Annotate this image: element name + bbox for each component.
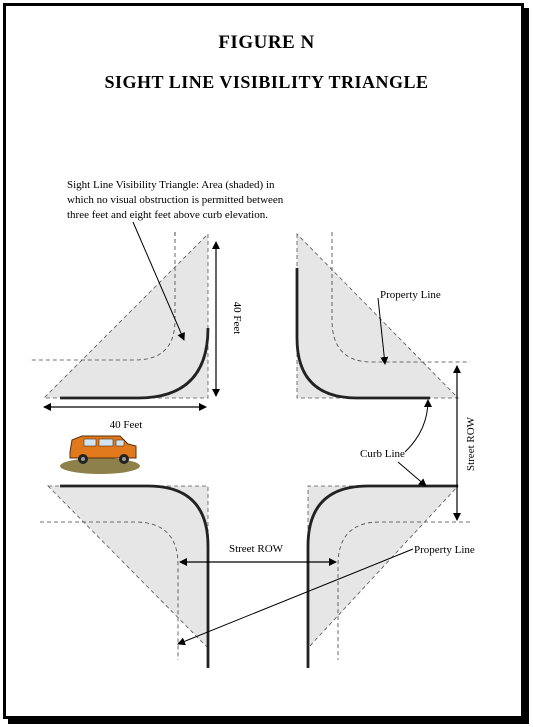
callout-line-1: Sight Line Visibility Triangle: Area (sh… [67, 179, 275, 191]
curb-lines [60, 268, 458, 668]
callout-line-2: which no visual obstruction is permitted… [67, 194, 284, 206]
curb-top-left [60, 327, 210, 400]
curb-line-label: Curb Line [360, 448, 405, 460]
dim-horizontal-label: 40 Feet [110, 419, 143, 431]
figure-title: FIGURE N [218, 32, 315, 53]
dim-vertical-label: 40 Feet [231, 302, 243, 335]
curb-top-right [295, 268, 430, 400]
triangle-bottom-right [307, 485, 459, 650]
property-line-bottom-label: Property Line [414, 544, 475, 556]
curb-bottom-right [306, 484, 458, 668]
callout-line-3: three feet and eight feet above curb ele… [67, 209, 268, 221]
dimension-lines [43, 241, 461, 566]
street-row-vertical-label: Street ROW [465, 416, 477, 471]
triangle-top-left [43, 233, 209, 399]
leader-lines [132, 221, 432, 646]
property-line-top-label: Property Line [380, 289, 441, 301]
triangle-bottom-left [47, 485, 209, 649]
triangle-top-right [296, 233, 459, 399]
curb-bottom-left [60, 484, 210, 668]
property-lines [30, 232, 470, 660]
figure-subtitle: SIGHT LINE VISIBILITY TRIANGLE [104, 72, 429, 92]
street-row-horizontal-label: Street ROW [229, 543, 284, 555]
car-illustration [60, 435, 140, 474]
